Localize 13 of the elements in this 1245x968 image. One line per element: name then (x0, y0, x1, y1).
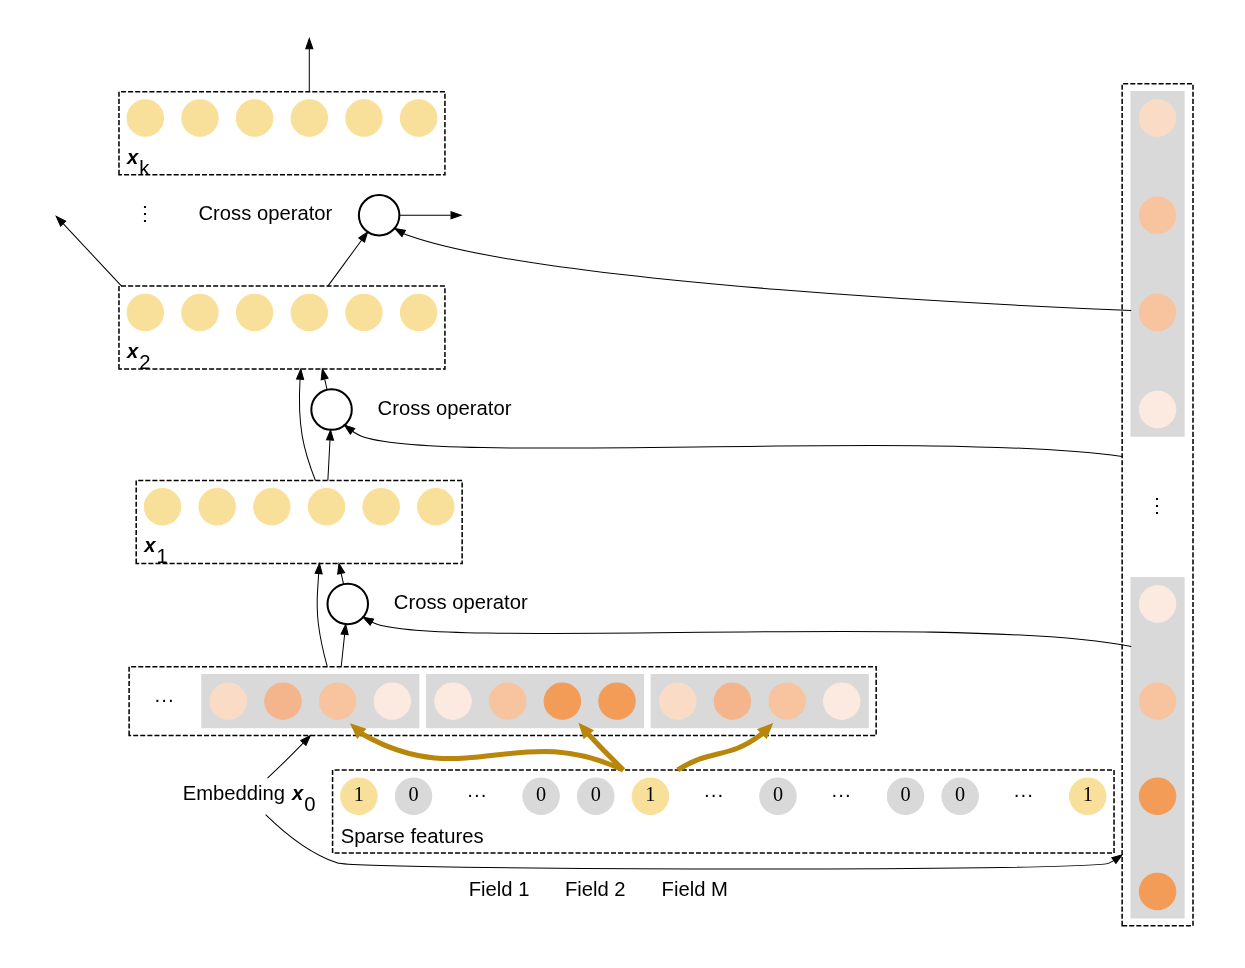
node-label: Cross operator (377, 396, 512, 419)
label: Field 2 (564, 878, 626, 901)
label: ··· (153, 688, 175, 711)
label: ⋮ (134, 202, 155, 225)
label: ··· (831, 783, 852, 806)
node-label: Cross operator (393, 591, 528, 614)
label: ··· (466, 783, 487, 806)
label: ⋮ (1146, 493, 1167, 516)
label: Field 1 (468, 878, 530, 901)
label: Field M (661, 878, 728, 901)
label: ··· (1013, 783, 1034, 806)
label: ··· (703, 783, 724, 806)
node-label: Cross operator (198, 202, 333, 225)
